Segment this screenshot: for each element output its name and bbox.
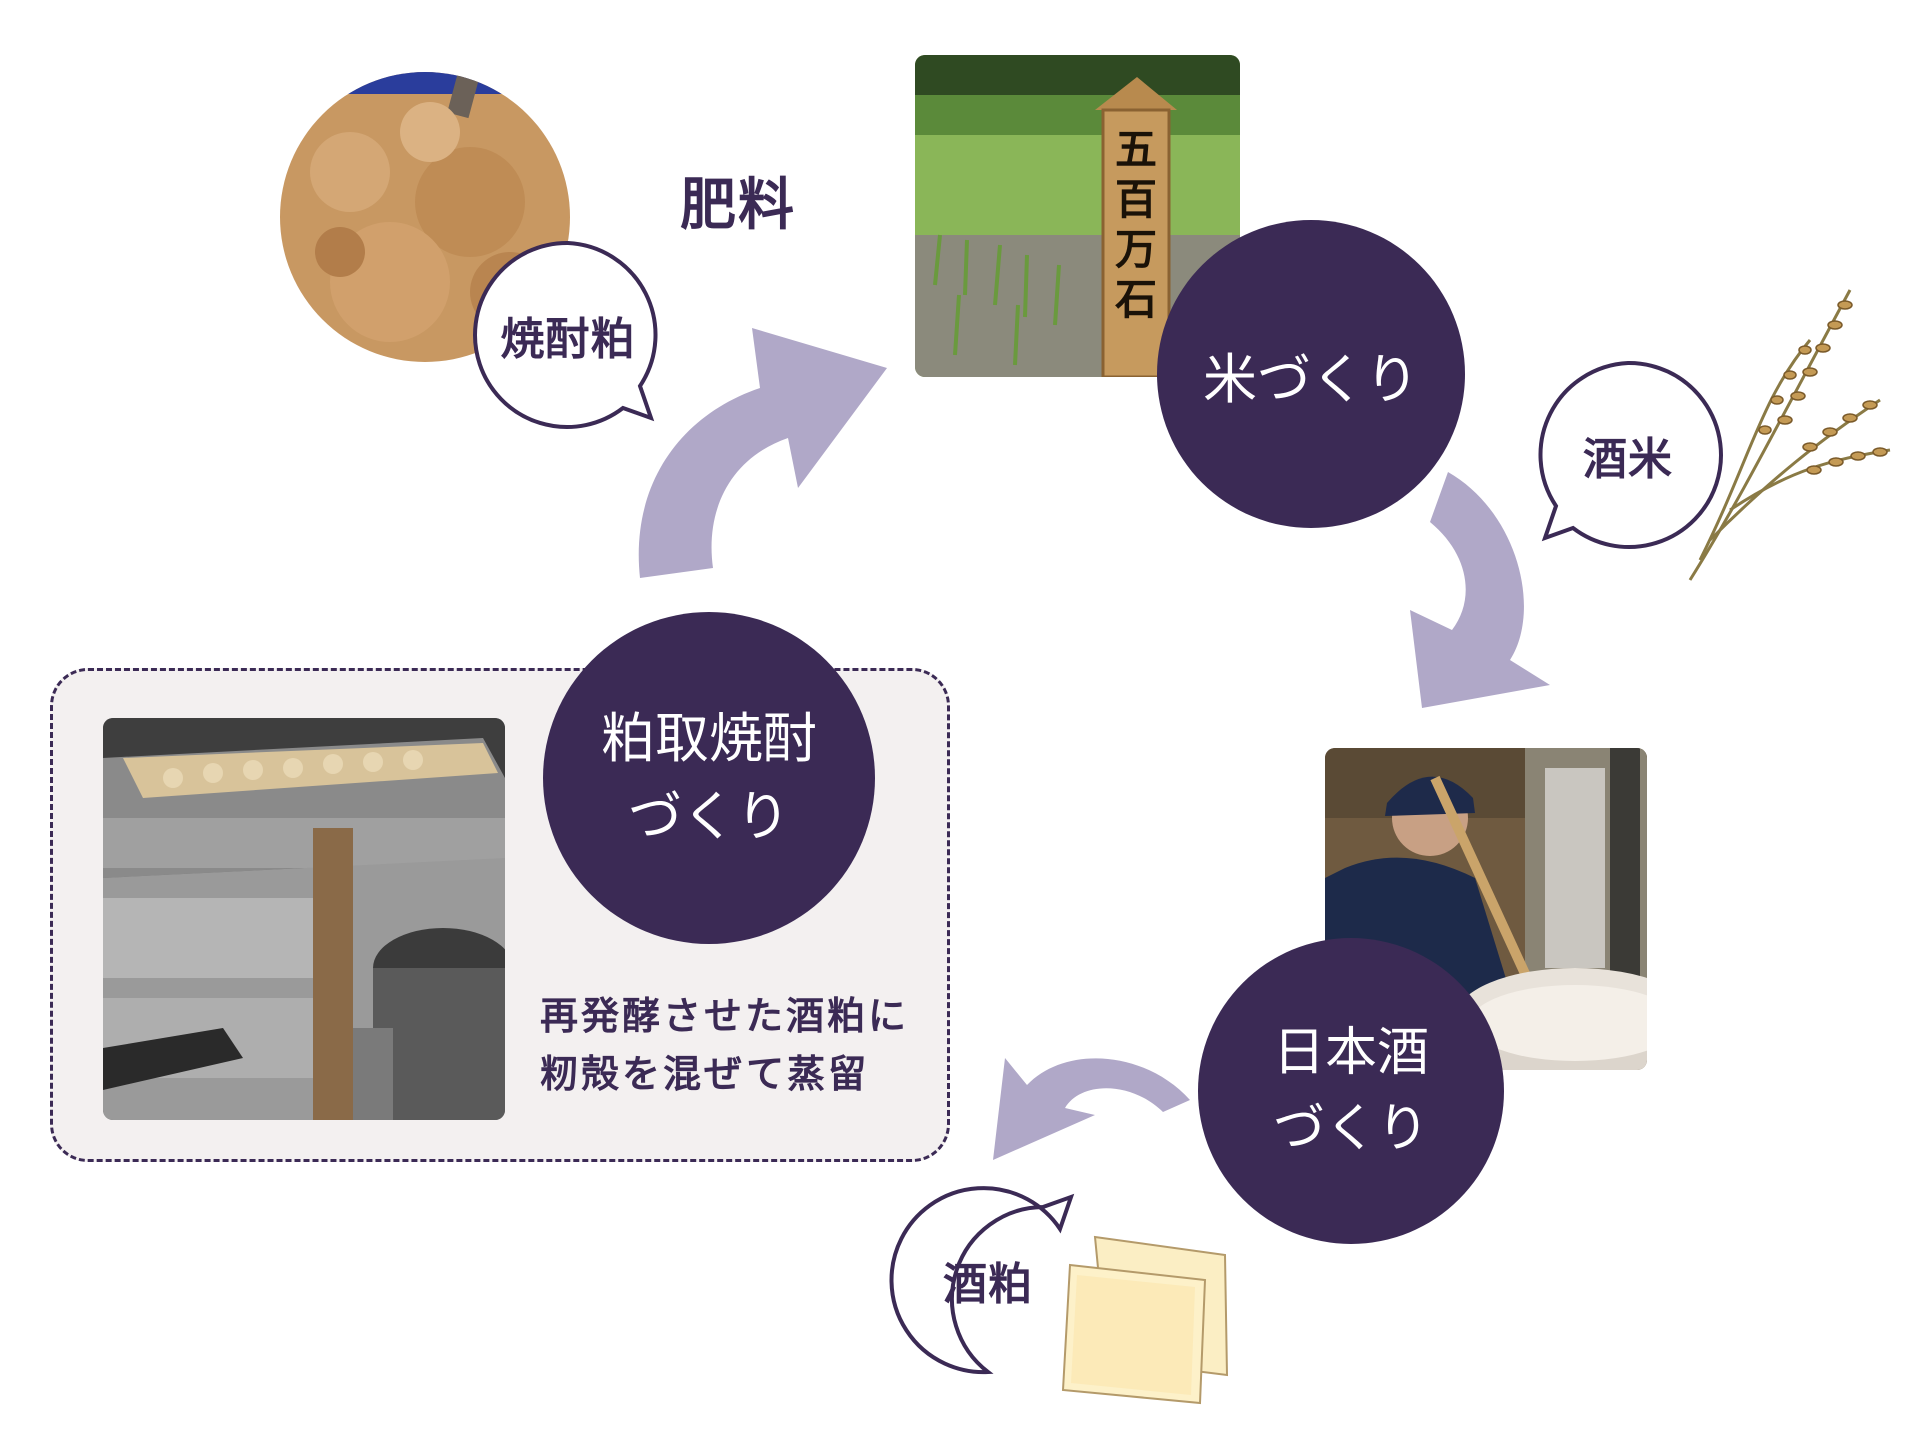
shochu-distillation-photo [103, 718, 505, 1120]
sake-lees-illustration [1061, 1235, 1229, 1405]
rice-sign-text: 五 百 万 石 [1103, 125, 1169, 325]
sake-rice-stalk-illustration [1688, 289, 1891, 581]
shochu-making-circle: 粕取焼酎 づくり [543, 612, 875, 944]
rice-sign-char-3: 万 [1114, 225, 1157, 274]
rice-sign-char-1: 五 [1114, 125, 1157, 174]
arrow-rice-to-sake [1410, 472, 1550, 708]
arrow-shochu-to-rice [638, 328, 887, 578]
shochu-making-label-line-2: づくり [628, 785, 790, 848]
shochu-making-label-line-1: 粕取焼酎 [601, 707, 817, 770]
sake-making-label-line-1: 日本酒 [1272, 1023, 1429, 1083]
sake-making-circle: 日本酒 づくり [1198, 938, 1504, 1244]
rice-sign-char-2: 百 [1114, 175, 1157, 224]
sake-lees-bubble: 酒粕 [889, 1185, 1083, 1375]
sake-rice-bubble-label: 酒米 [1583, 434, 1673, 485]
shochu-lees-bubble: 焼酎粕 [473, 240, 663, 430]
rice-sign-char-4: 石 [1114, 275, 1157, 324]
shochu-description-line-1: 再発酵させた酒粕に [540, 994, 910, 1038]
shochu-lees-bubble-label: 焼酎粕 [500, 314, 636, 365]
sake-rice-bubble: 酒米 [1533, 360, 1723, 550]
shochu-description-line-2: 籾殻を混ぜて蒸留 [540, 1052, 870, 1096]
sake-lees-bubble-label: 酒粕 [943, 1259, 1033, 1310]
arrow-sake-to-shochu [993, 1058, 1190, 1160]
rice-making-label: 米づくり [1203, 347, 1419, 411]
sake-making-label-line-2: づくり [1272, 1099, 1429, 1159]
rice-making-circle: 米づくり [1157, 220, 1465, 528]
fertilizer-label: 肥料 [680, 173, 796, 238]
